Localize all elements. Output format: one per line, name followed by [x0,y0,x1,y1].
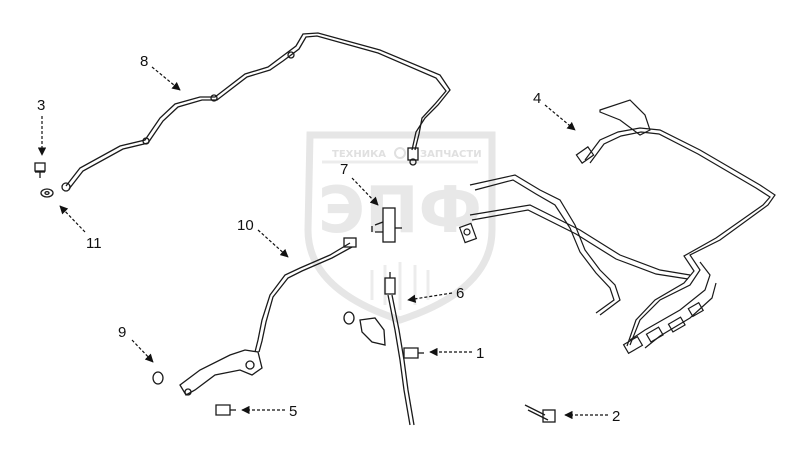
part-10-fuel-line [179,237,357,396]
part-4-injector-lines [458,99,776,355]
callout-8: 8 [140,53,148,70]
callout-2: 2 [612,408,620,425]
leader-10 [257,229,289,258]
leader-8 [151,66,181,91]
leader-lines [37,66,608,420]
callout-labels: 1 2 3 4 5 6 7 8 9 10 11 [37,53,620,425]
watermark-left-text: ТЕХНИКА [332,149,386,160]
part-2-bolt [524,404,556,423]
part-7-tee-fitting [371,207,402,243]
part-8-fuel-line [61,32,451,192]
leader-4 [544,104,576,131]
callout-1: 1 [476,345,484,362]
part-9-washer [152,371,164,385]
callout-5: 5 [289,403,297,420]
part-3-bolt [34,162,46,178]
part-5-bolt [215,404,236,416]
part-6-drain-tube [343,272,415,426]
leader-6 [407,292,453,303]
leader-9 [131,339,154,363]
leader-7 [351,177,379,206]
part-1-bolt [403,347,424,359]
callout-7: 7 [340,161,348,178]
callout-6: 6 [456,285,464,302]
watermark: ТЕХНИКА ЗАПЧАСТИ ЭПФ [304,131,496,324]
callout-4: 4 [533,90,541,107]
callout-10: 10 [237,217,254,234]
callout-3: 3 [37,97,45,114]
part-11-washer [40,188,54,198]
callout-9: 9 [118,324,126,341]
watermark-main-text: ЭПФ [318,174,482,248]
callout-11: 11 [86,235,102,252]
watermark-right-text: ЗАПЧАСТИ [420,149,482,160]
leader-11 [59,205,86,233]
